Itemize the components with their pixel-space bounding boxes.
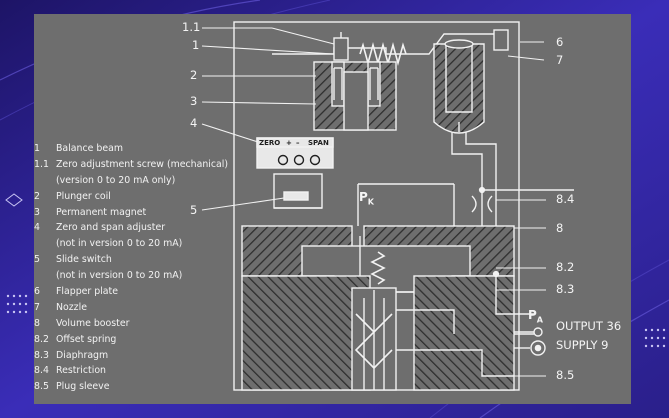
- callout-7: 7: [556, 53, 564, 67]
- legend-item: (version 0 to 20 mA only): [56, 174, 176, 186]
- pressure-symbol-pa: PA: [528, 308, 543, 325]
- adjuster-zero-label: ZERO: [259, 139, 281, 147]
- plug-sleeve: [363, 298, 385, 390]
- legend-item: (not in version 0 to 20 mA): [56, 238, 183, 250]
- callout-5: 5: [190, 203, 198, 217]
- callout-2: 2: [190, 68, 198, 82]
- callout-1: 1: [192, 38, 200, 52]
- callout-8-3: 8.3: [556, 282, 575, 296]
- callout-1-1: 1.1: [182, 20, 201, 34]
- diagram-panel: ZERO + – SPAN PK PA 1.1 1 2 3 4 5 6 7 8.…: [34, 14, 631, 404]
- callout-4: 4: [190, 116, 198, 130]
- output-port: [533, 327, 543, 337]
- callout-8: 8: [556, 221, 564, 235]
- callout-6: 6: [556, 35, 564, 49]
- callout-8-5: 8.5: [556, 368, 575, 382]
- callout-8-4: 8.4: [556, 192, 575, 206]
- callout-3: 3: [190, 94, 198, 108]
- output-port-label: OUTPUT 36: [556, 319, 622, 333]
- adjuster-span-label: SPAN: [308, 139, 329, 147]
- legend-item: (not in version 0 to 20 mA): [56, 270, 183, 282]
- restriction: [471, 195, 493, 213]
- nozzle-chamber: [433, 43, 485, 134]
- supply-port-label: SUPPLY 9: [556, 338, 609, 352]
- booster-lower-left: [241, 275, 371, 391]
- callout-8-2: 8.2: [556, 260, 575, 274]
- beam-spring: [359, 42, 407, 66]
- flapper-plate: [493, 29, 509, 51]
- pressure-symbol-pk: PK: [359, 190, 374, 207]
- positioner-schematic: [201, 21, 574, 391]
- zero-adjustment-screw: [333, 32, 349, 61]
- booster-lower-right: [413, 275, 515, 391]
- offset-spring: [370, 251, 386, 285]
- adjuster-minus-label: –: [296, 139, 300, 147]
- slide-switch: [273, 173, 323, 209]
- adjuster-plus-label: +: [286, 139, 292, 147]
